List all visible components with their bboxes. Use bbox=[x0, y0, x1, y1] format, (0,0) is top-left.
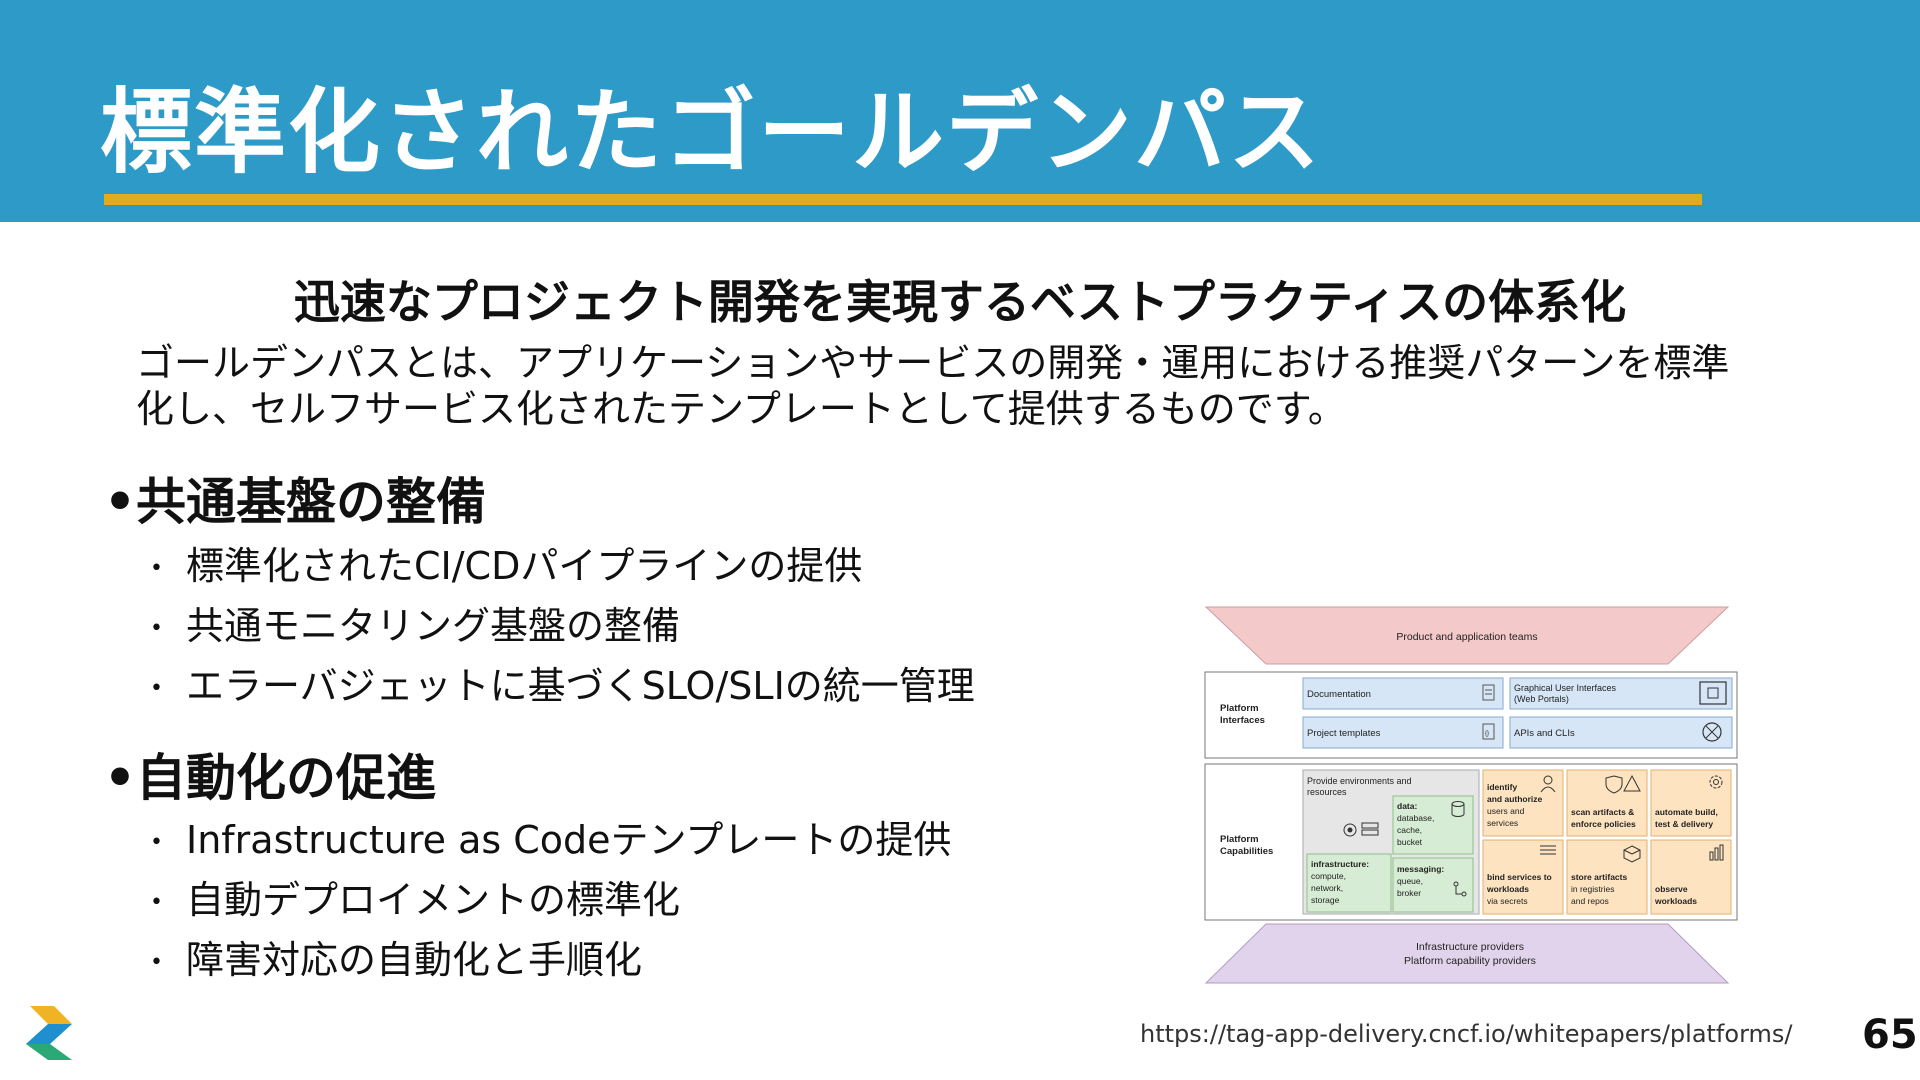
user-icon bbox=[1540, 775, 1556, 793]
store-artifacts-label: store artifacts bbox=[1571, 872, 1627, 882]
project-templates-label: Project templates bbox=[1307, 728, 1381, 739]
data-title: data: bbox=[1397, 801, 1417, 811]
gui-label: (Web Portals) bbox=[1514, 694, 1569, 704]
bullet-item: 自動デプロイメントの標準化 bbox=[150, 870, 951, 930]
infrastructure-title: infrastructure: bbox=[1311, 859, 1369, 869]
provide-resources-label: resources bbox=[1307, 787, 1347, 797]
store-artifacts-box bbox=[1566, 839, 1648, 915]
bullet-item: 標準化されたCI/CDパイプラインの提供 bbox=[150, 536, 975, 596]
bullet-list-common-platform: 標準化されたCI/CDパイプラインの提供 共通モニタリング基盤の整備 エラーバジ… bbox=[150, 536, 975, 716]
apis-label: APIs and CLIs bbox=[1514, 728, 1575, 739]
bind-services-label: via secrets bbox=[1487, 896, 1528, 906]
queue-icon bbox=[1453, 881, 1467, 897]
interfaces-label: Interfaces bbox=[1220, 715, 1265, 726]
identify-title: identify bbox=[1487, 782, 1517, 792]
bind-services-label: bind services to bbox=[1487, 872, 1552, 882]
package-icon bbox=[1623, 845, 1641, 863]
bottom-funnel bbox=[1204, 923, 1730, 984]
shield-warning-icon bbox=[1605, 774, 1641, 794]
identify-line: services bbox=[1487, 818, 1518, 828]
template-icon: {} bbox=[1482, 723, 1495, 740]
top-funnel-label: Product and application teams bbox=[1396, 631, 1537, 643]
data-line: database, bbox=[1397, 813, 1434, 823]
platform-diagram: Product and application teams Platform I… bbox=[1204, 606, 1738, 984]
infrastructure-box bbox=[1306, 853, 1392, 913]
gui-label: Graphical User Interfaces bbox=[1514, 683, 1617, 693]
api-icon bbox=[1702, 722, 1722, 742]
identify-box bbox=[1482, 769, 1564, 837]
infrastructure-line: network, bbox=[1311, 883, 1343, 893]
provide-resources-label: Provide environments and bbox=[1307, 776, 1412, 786]
bar-chart-icon bbox=[1709, 844, 1724, 861]
intro-line-2: 化し、セルフサービス化されたテンプレートとして提供するものです。 bbox=[136, 387, 1346, 431]
messaging-line: broker bbox=[1397, 888, 1421, 898]
documentation-label: Documentation bbox=[1307, 689, 1371, 700]
section-heading-text: 自動化の促進 bbox=[136, 749, 436, 807]
bottom-funnel-label: Infrastructure providers bbox=[1416, 941, 1524, 953]
infrastructure-line: storage bbox=[1311, 895, 1340, 905]
bottom-funnel-label: Platform capability providers bbox=[1404, 955, 1536, 967]
company-logo bbox=[26, 1006, 72, 1060]
messaging-title: messaging: bbox=[1397, 864, 1444, 874]
store-artifacts-label: in registries bbox=[1571, 884, 1614, 894]
documentation-box bbox=[1302, 677, 1504, 710]
capabilities-label: Capabilities bbox=[1220, 846, 1273, 857]
store-artifacts-label: and repos bbox=[1571, 896, 1609, 906]
data-box bbox=[1392, 795, 1474, 855]
capabilities-label: Platform bbox=[1220, 834, 1259, 845]
data-line: bucket bbox=[1397, 837, 1423, 847]
messaging-box bbox=[1392, 857, 1474, 913]
title-underline bbox=[104, 194, 1702, 205]
bullet-item: Infrastructure as Codeテンプレートの提供 bbox=[150, 810, 951, 870]
section-heading-common-platform: •共通基盤の整備 bbox=[104, 473, 486, 531]
bullet-item: 障害対応の自動化と手順化 bbox=[150, 930, 951, 990]
title-banner bbox=[0, 0, 1920, 222]
slide-subtitle: 迅速なプロジェクト開発を実現するベストプラクティスの体系化 bbox=[293, 275, 1627, 329]
identify-line: users and bbox=[1487, 806, 1525, 816]
intro-paragraph: ゴールデンパスとは、アプリケーションやサービスの開発・運用における推奨パターンを… bbox=[136, 340, 1796, 432]
interfaces-label: Platform bbox=[1220, 703, 1259, 714]
svg-text:{}: {} bbox=[1485, 731, 1489, 737]
secrets-icon bbox=[1540, 845, 1556, 855]
document-icon bbox=[1482, 684, 1495, 701]
observe-label: observe bbox=[1655, 884, 1688, 894]
infrastructure-line: compute, bbox=[1311, 871, 1346, 881]
database-icon bbox=[1451, 801, 1465, 817]
gear-icon bbox=[1709, 775, 1723, 789]
section-heading-text: 共通基盤の整備 bbox=[136, 473, 486, 531]
gui-box bbox=[1509, 677, 1733, 710]
bullet-item: 共通モニタリング基盤の整備 bbox=[150, 596, 975, 656]
automate-box bbox=[1650, 769, 1732, 837]
top-funnel bbox=[1204, 606, 1730, 665]
intro-line-1: ゴールデンパスとは、アプリケーションやサービスの開発・運用における推奨パターンを… bbox=[136, 341, 1730, 385]
server-icon bbox=[1343, 822, 1379, 837]
bullet-item: エラーバジェットに基づくSLO/SLIの統一管理 bbox=[150, 656, 975, 716]
apis-box bbox=[1509, 716, 1733, 749]
project-templates-box bbox=[1302, 716, 1504, 749]
scan-label: scan artifacts & bbox=[1571, 807, 1634, 817]
bullet-list-automation: Infrastructure as Codeテンプレートの提供 自動デプロイメン… bbox=[150, 810, 951, 990]
web-portal-icon bbox=[1699, 681, 1727, 705]
bind-services-label: workloads bbox=[1486, 884, 1529, 894]
bind-services-box bbox=[1482, 839, 1564, 915]
automate-label: test & delivery bbox=[1655, 819, 1713, 829]
source-url: https://tag-app-delivery.cncf.io/whitepa… bbox=[1140, 1020, 1793, 1048]
page-number: 65 bbox=[1862, 1012, 1918, 1058]
automate-label: automate build, bbox=[1655, 807, 1718, 817]
data-line: cache, bbox=[1397, 825, 1422, 835]
section-heading-automation: •自動化の促進 bbox=[104, 749, 436, 807]
observe-label: workloads bbox=[1654, 896, 1697, 906]
messaging-line: queue, bbox=[1397, 876, 1423, 886]
slide-title: 標準化されたゴールデンパス bbox=[100, 79, 1323, 186]
scan-box bbox=[1566, 769, 1648, 837]
identify-title: and authorize bbox=[1487, 794, 1543, 804]
scan-label: enforce policies bbox=[1571, 819, 1636, 829]
